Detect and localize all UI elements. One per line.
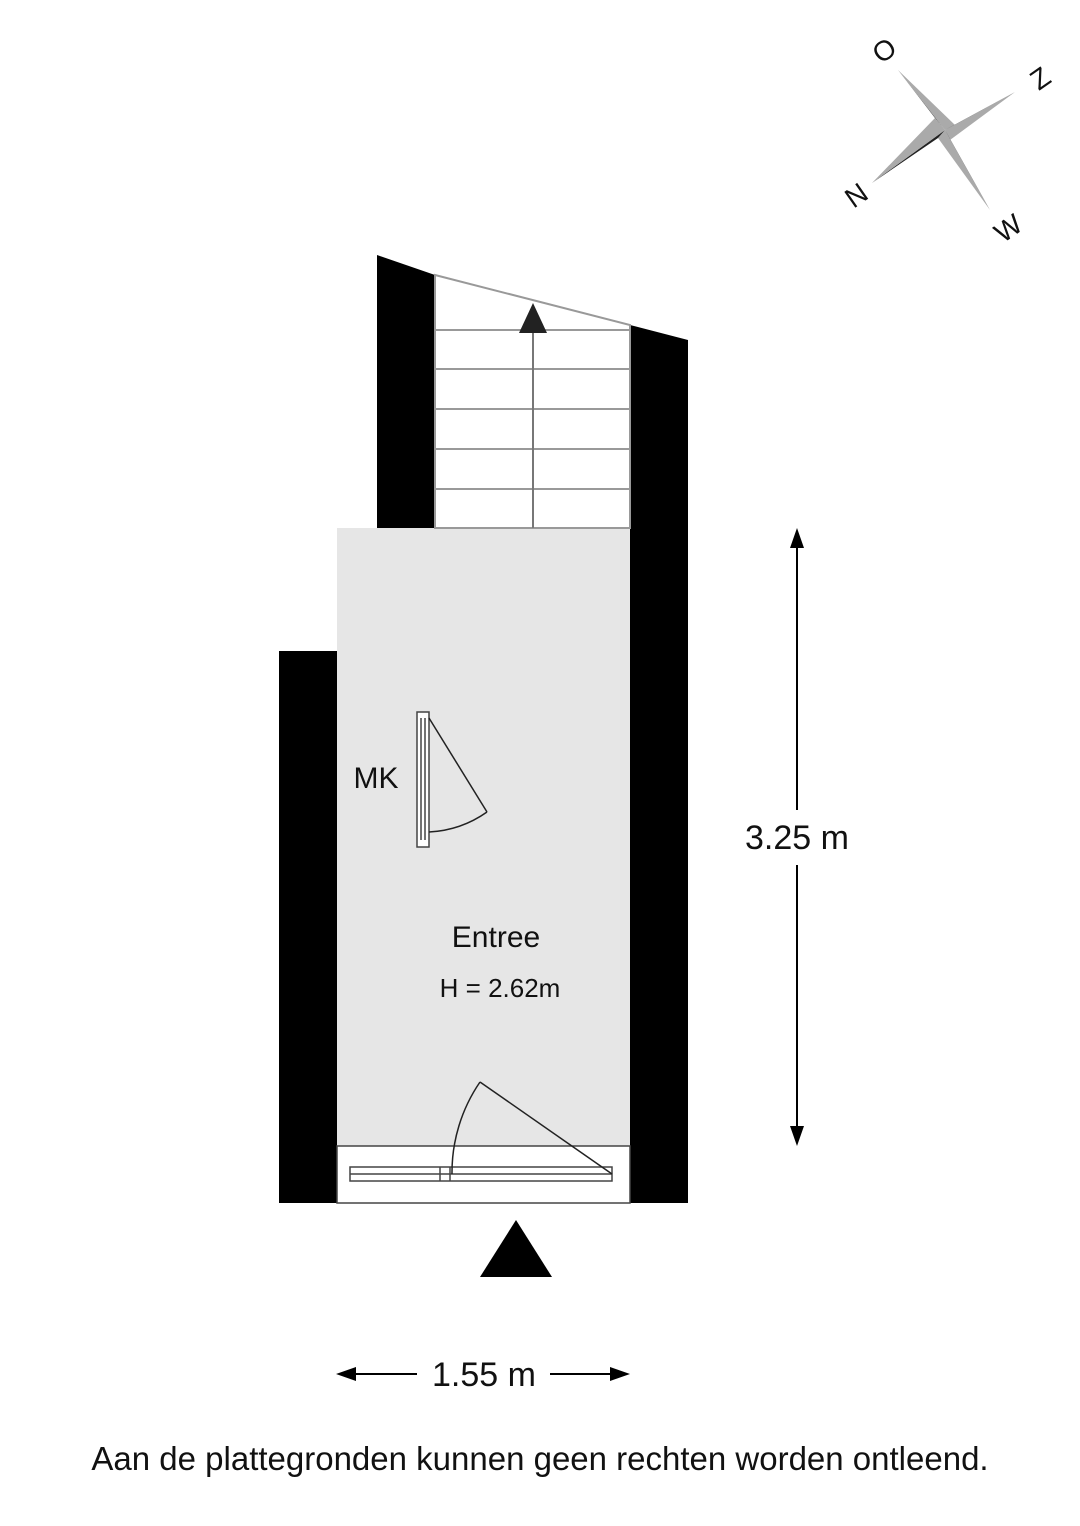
- closet-floor: [337, 709, 414, 850]
- room-height-entree: H = 2.62m: [440, 973, 561, 1003]
- compass-rose: O Z W N: [839, 31, 1056, 248]
- compass-label-left: N: [839, 177, 873, 214]
- vertical-dimension-label: 3.25 m: [745, 819, 849, 857]
- stair-direction-arrow-icon: [519, 303, 547, 333]
- horizontal-dimension: 1.55 m: [336, 1356, 630, 1394]
- dimension-arrow-down-icon: [790, 1126, 804, 1146]
- compass-label-right: Z: [1024, 61, 1056, 96]
- entrance-marker-icon: [480, 1220, 552, 1277]
- dimension-arrow-up-icon: [790, 528, 804, 548]
- compass-label-bottom: W: [989, 208, 1029, 249]
- compass-label-top: O: [866, 31, 902, 69]
- entrance-door: [336, 1081, 631, 1204]
- room-label-entree: Entree: [452, 921, 540, 954]
- disclaimer-text: Aan de plattegronden kunnen geen rechten…: [91, 1440, 989, 1477]
- horizontal-dimension-label: 1.55 m: [432, 1356, 536, 1394]
- closet-door: [416, 711, 488, 848]
- dimension-arrow-right-icon: [610, 1367, 630, 1381]
- closet-label: MK: [354, 762, 399, 795]
- dimension-arrow-left-icon: [336, 1367, 356, 1381]
- vertical-dimension: 3.25 m: [745, 528, 849, 1146]
- staircase: [434, 273, 631, 529]
